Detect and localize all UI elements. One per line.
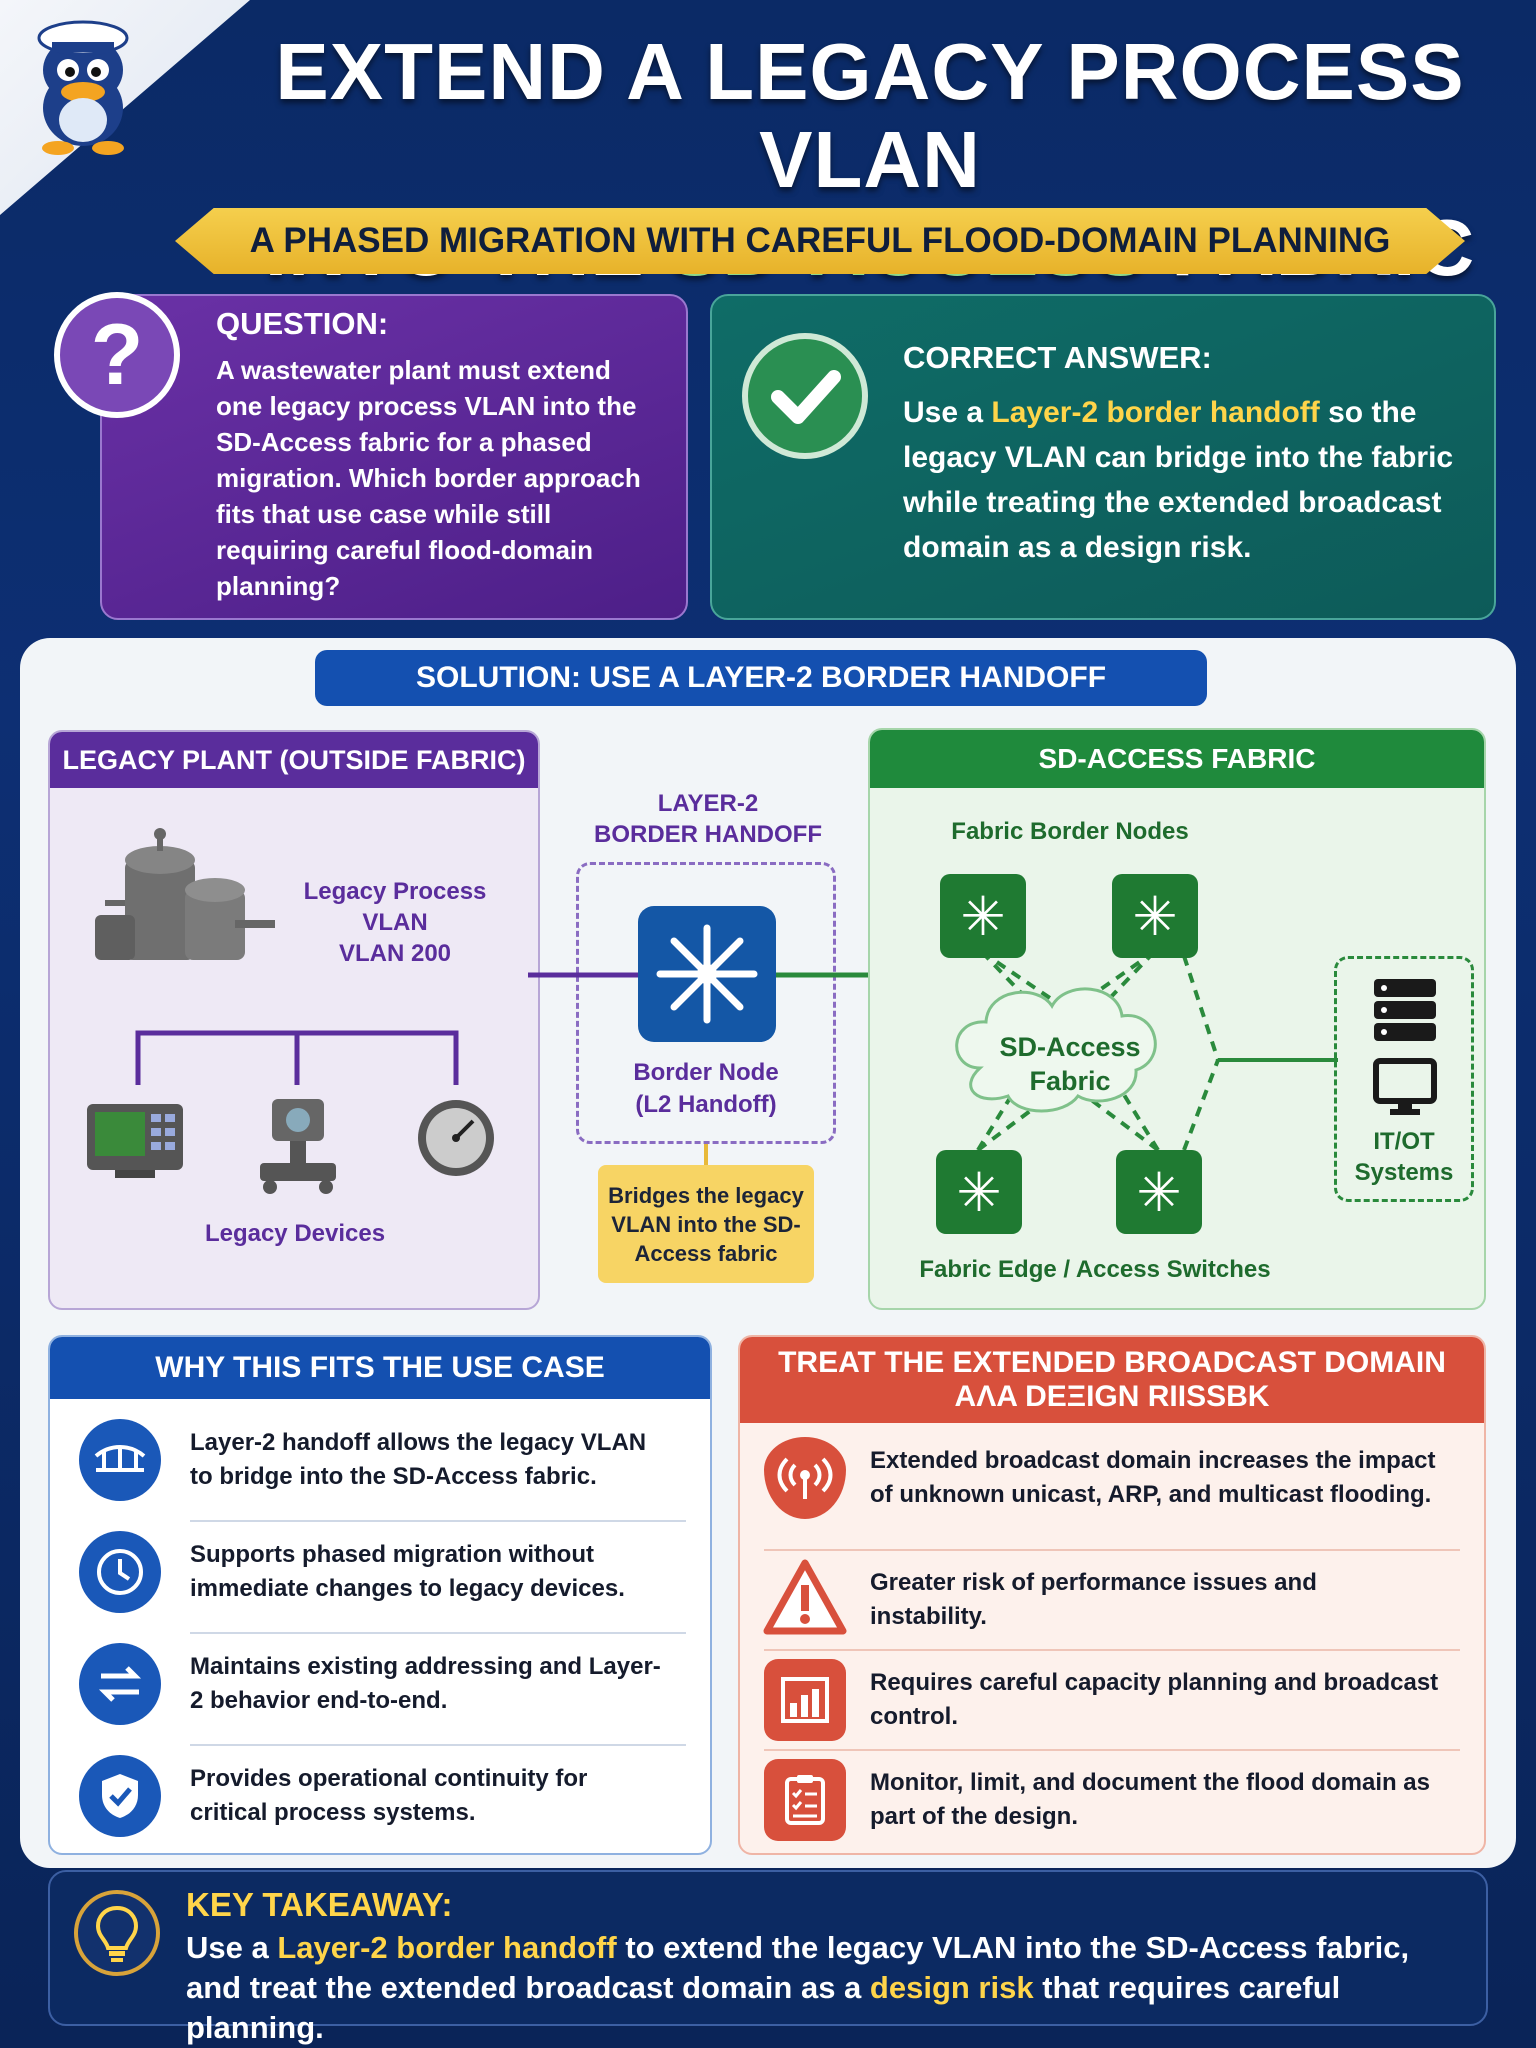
fabric-edge-label: Fabric Edge / Access Switches [919,1256,1271,1283]
handoff-dashed-box [576,862,836,1144]
pressure-gauge-icon [418,1100,494,1176]
takeaway-text: Use a Layer-2 border handoff to extend t… [186,1928,1466,2048]
risk-item: Monitor, limit, and document the flood d… [740,1759,1484,1841]
question-heading: QUESTION: [216,306,389,341]
fabric-border-node-1-icon: ✳ [940,874,1026,958]
warning-icon [763,1559,847,1640]
takeaway-part2: to extend the legacy VLAN into the SD-Ac… [186,1930,1410,2005]
risk-heading-line2: AΛA DEΞIGN RIISSBK [954,1380,1270,1413]
it-ot-systems-label: IT/OT Systems [1334,1126,1474,1188]
question-mark-icon: ? [54,292,180,418]
server-monitor-icon [1373,979,1437,1115]
risk-heading: TREAT THE EXTENDED BROADCAST DOMAIN AΛA … [740,1337,1484,1423]
why-item: Provides operational continuity for crit… [50,1755,710,1837]
risk-item-text: Requires careful capacity planning and b… [870,1669,1439,1730]
takeaway-highlight2: design risk [869,1970,1034,2005]
fabric-heading: SD-ACCESS FABRIC [870,730,1484,788]
legacy-devices-label: Legacy Devices [204,1220,386,1247]
capacity-chart-icon [764,1659,846,1741]
risk-item-text: Extended broadcast domain increases the … [870,1447,1436,1508]
fabric-cloud-line2: Fabric [1029,1066,1111,1096]
risk-heading-line1: TREAT THE EXTENDED BROADCAST DOMAIN [778,1346,1446,1379]
why-item-text: Maintains existing addressing and Layer-… [190,1653,661,1714]
fabric-cloud-line1: SD-Access [999,1032,1141,1062]
it-ot-line1: IT/OT [1373,1128,1435,1155]
risk-item: Extended broadcast domain increases the … [740,1437,1484,1519]
risk-item-text: Monitor, limit, and document the flood d… [870,1769,1431,1830]
lightbulb-icon [74,1890,160,1976]
title-line-1: EXTEND A LEGACY PROCESS VLAN [275,27,1465,204]
answer-heading: CORRECT ANSWER: [903,340,1212,375]
fabric-cloud-label: SD-Access Fabric [960,1030,1180,1098]
why-item-text: Layer-2 handoff allows the legacy VLAN t… [190,1429,647,1490]
fabric-edge-switch-2-icon: ✳ [1116,1150,1202,1234]
legacy-plant-heading: LEGACY PLANT (OUTSIDE FABRIC) [50,732,538,788]
answer-pre: Use a [903,396,984,429]
legacy-to-border-link [528,972,638,978]
subtitle-ribbon: A PHASED MIGRATION WITH CAREFUL FLOOD-DO… [175,208,1465,274]
legacy-plant-box: LEGACY PLANT (OUTSIDE FABRIC) [48,730,540,1310]
fabric-edge-switch-1-icon: ✳ [936,1150,1022,1234]
risk-item-text: Greater risk of performance issues and i… [870,1568,1317,1630]
risk-item: Greater risk of performance issues and i… [740,1559,1484,1640]
why-item-text: Supports phased migration without immedi… [190,1541,625,1602]
legacy-vlan-label: Legacy Process VLAN VLAN 200 [270,876,520,969]
design-risk-box: TREAT THE EXTENDED BROADCAST DOMAIN AΛA … [738,1335,1486,1855]
why-fits-box: WHY THIS FITS THE USE CASE Layer-2 hando… [48,1335,712,1855]
it-ot-systems-box [1334,956,1474,1202]
border-node-switch-icon [638,906,776,1042]
fabric-topology [955,950,1338,1152]
takeaway-heading: KEY TAKEAWAY: [186,1886,453,1923]
why-heading: WHY THIS FITS THE USE CASE [50,1337,710,1399]
risk-item: Requires careful capacity planning and b… [740,1659,1484,1741]
handoff-title-line1: LAYER-2 [657,790,759,817]
legacy-vlan-line2: VLAN 200 [338,940,452,967]
checkmark-icon [742,333,868,459]
it-ot-line2: Systems [1354,1159,1454,1186]
takeaway-part3: that requires careful planning. [186,1970,1341,2045]
why-item-text: Provides operational continuity for crit… [190,1765,588,1826]
answer-highlight: Layer-2 border handoff [991,396,1320,429]
why-item: Layer-2 handoff allows the legacy VLAN t… [50,1419,710,1501]
legacy-vlan-line1: Legacy Process VLAN [303,878,487,936]
shield-check-icon [79,1755,161,1837]
fabric-border-node-2-icon: ✳ [1112,874,1198,958]
clipboard-checklist-icon [764,1759,846,1841]
answer-text: Use a Layer-2 border handoff so the lega… [903,390,1473,570]
legacy-device-links [135,1030,459,1085]
flow-meter-icon [260,1099,336,1194]
question-text: A wastewater plant must extend one legac… [216,355,641,601]
sailor-duck-mascot-icon [37,20,129,155]
border-node-label: Border Node (L2 Handoff) [590,1057,822,1121]
solution-banner: SOLUTION: USE A LAYER-2 BORDER HANDOFF [315,650,1207,706]
takeaway-part1: Use a [186,1930,269,1965]
handoff-title-line2: BORDER HANDOFF [594,821,822,848]
clock-icon [79,1531,161,1613]
broadcast-icon [764,1437,846,1519]
question-card [100,294,688,620]
border-node-line1: Border Node [633,1059,779,1086]
key-takeaway-box [48,1870,1488,2026]
bridge-icon [79,1419,161,1501]
hmi-panel-icon [87,1104,183,1178]
swap-arrows-icon [79,1643,161,1725]
treatment-plant-tanks-icon [95,828,275,960]
handoff-title: LAYER-2 BORDER HANDOFF [560,788,856,850]
fabric-border-nodes-label: Fabric Border Nodes [951,818,1189,845]
takeaway-highlight1: Layer-2 border handoff [277,1930,617,1965]
handoff-note: Bridges the legacy VLAN into the SD-Acce… [598,1165,814,1283]
note-connector [704,1144,708,1166]
border-node-line2: (L2 Handoff) [635,1091,777,1118]
why-item: Maintains existing addressing and Layer-… [50,1643,710,1725]
answer-post: so the legacy VLAN can bridge into the f… [903,396,1454,564]
why-item: Supports phased migration without immedi… [50,1531,710,1613]
